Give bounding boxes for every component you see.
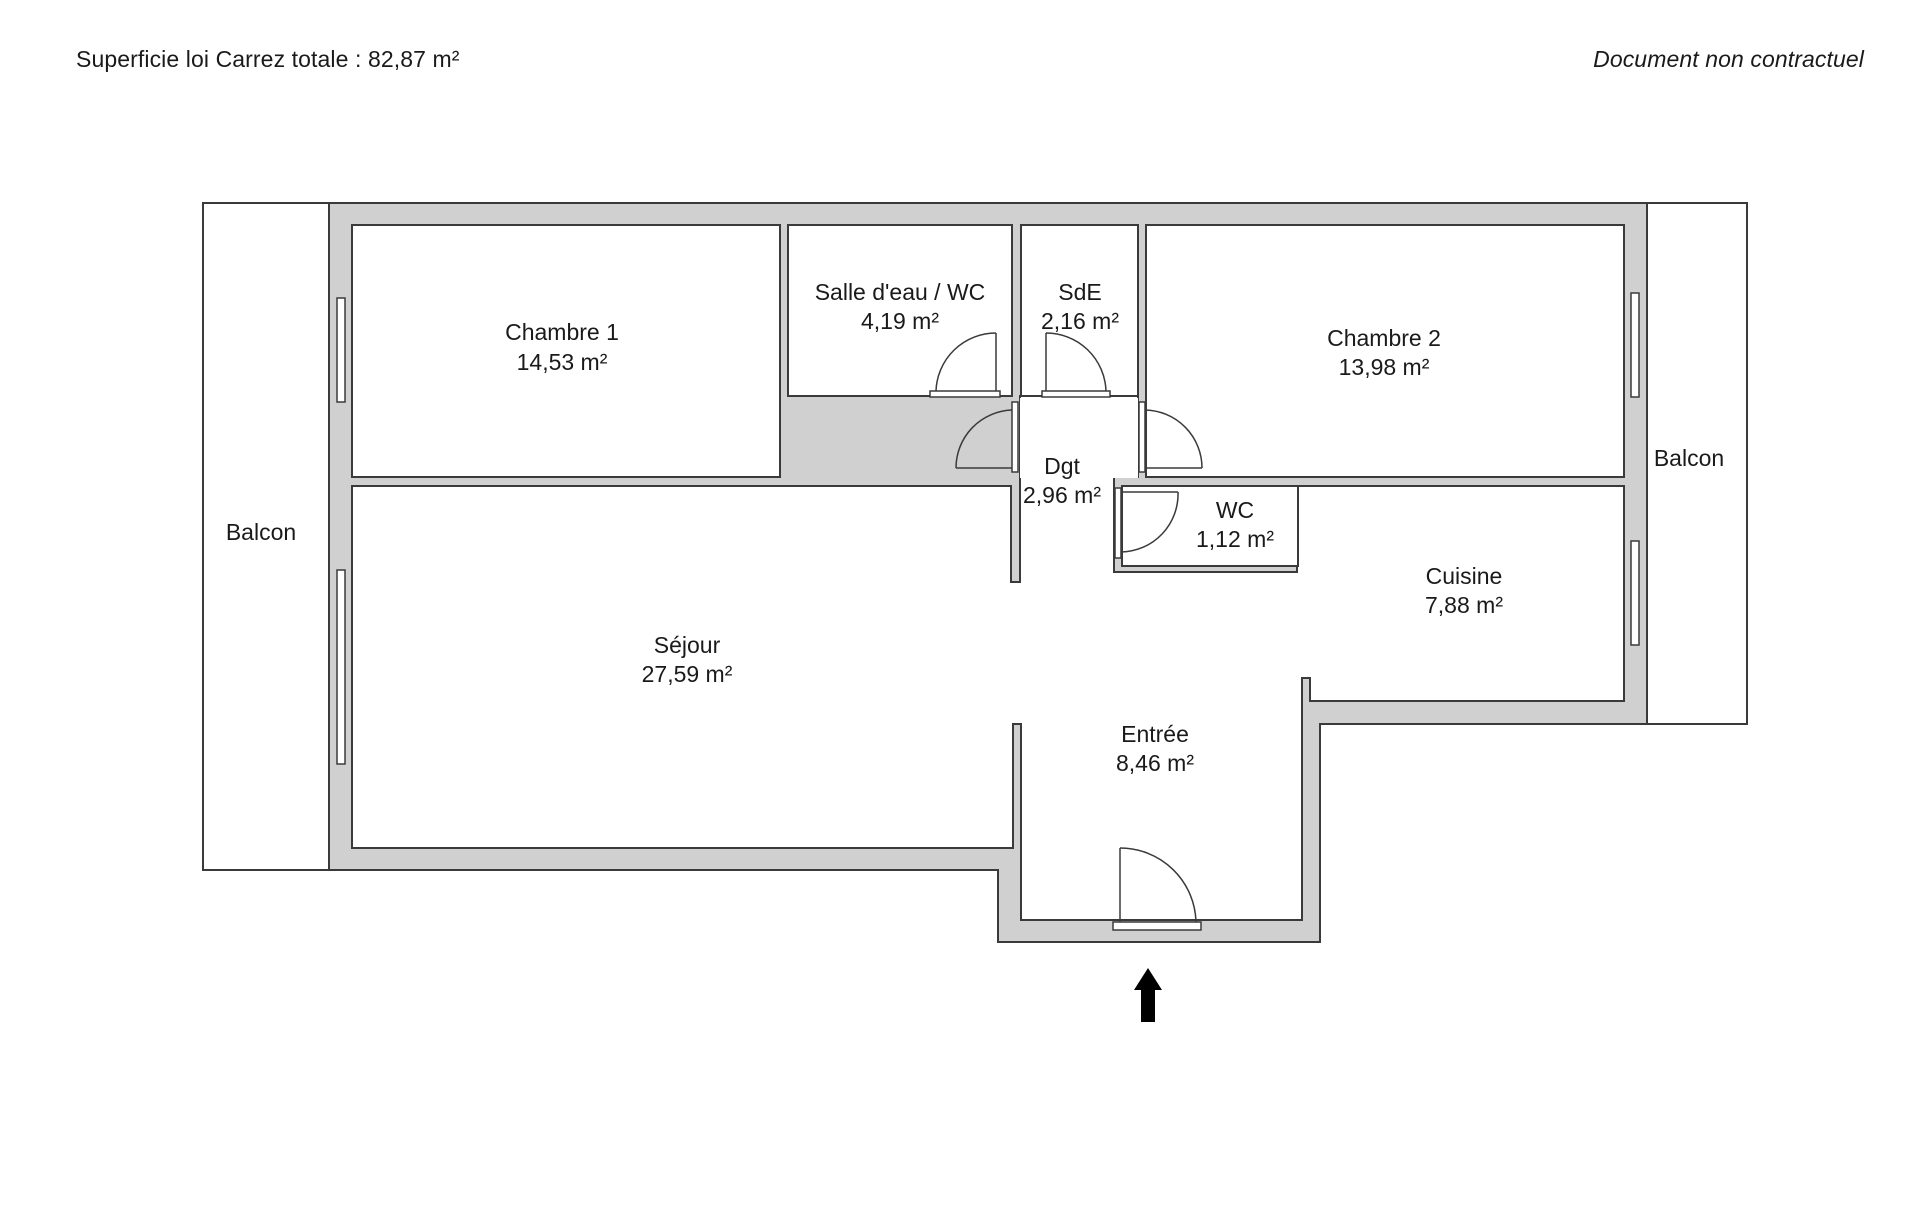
window-chambre1 — [336, 297, 346, 403]
label-salle-eau-name: Salle d'eau / WC — [815, 279, 986, 305]
label-sde-area: 2,16 m² — [1041, 308, 1119, 334]
entrance-arrow-icon — [1134, 968, 1162, 1022]
label-entree-area: 8,46 m² — [1116, 750, 1194, 776]
door-sde — [1041, 332, 1111, 398]
label-chambre1-name: Chambre 1 — [505, 319, 619, 345]
label-salle-eau-area: 4,19 m² — [861, 308, 939, 334]
balcony-left — [202, 202, 330, 871]
door-chambre2 — [1138, 401, 1203, 473]
window-chambre2 — [1630, 292, 1640, 398]
total-area-label: Superficie loi Carrez totale : 82,87 m² — [76, 46, 460, 72]
room-salle-eau — [787, 224, 1013, 397]
label-dgt-area: 2,96 m² — [1023, 482, 1101, 508]
label-sde-name: SdE — [1058, 279, 1101, 305]
disclaimer-label: Document non contractuel — [1593, 46, 1864, 72]
label-dgt-name: Dgt — [1044, 453, 1080, 479]
door-entrance — [1112, 847, 1202, 931]
label-chambre2-name: Chambre 2 — [1327, 325, 1441, 351]
room-chambre1 — [351, 224, 781, 478]
room-dgt — [1020, 398, 1138, 478]
window-cuisine — [1630, 540, 1640, 646]
room-chambre2 — [1145, 224, 1625, 478]
room-wc — [1121, 485, 1299, 567]
door-wc — [1114, 487, 1179, 559]
door-salle-eau — [929, 332, 1001, 398]
label-sejour-name: Séjour — [654, 632, 721, 658]
label-balcon-left: Balcon — [226, 519, 296, 545]
label-chambre1-area: 14,53 m² — [517, 349, 608, 375]
window-sejour — [336, 569, 346, 765]
label-wc-area: 1,12 m² — [1196, 526, 1274, 552]
label-chambre2-area: 13,98 m² — [1339, 354, 1430, 380]
label-cuisine-area: 7,88 m² — [1425, 592, 1503, 618]
door-chambre1 — [955, 401, 1019, 473]
label-wc-name: WC — [1216, 497, 1254, 523]
label-cuisine-name: Cuisine — [1426, 563, 1503, 589]
label-entree-name: Entrée — [1121, 721, 1189, 747]
label-balcon-right: Balcon — [1654, 445, 1724, 471]
label-sejour-area: 27,59 m² — [642, 661, 733, 687]
